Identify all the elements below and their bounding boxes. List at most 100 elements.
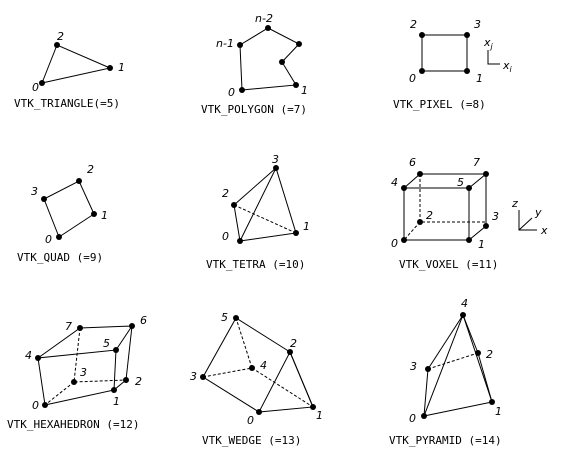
voxel-vertex-1	[466, 237, 472, 243]
voxel-label-4: 4	[391, 176, 398, 189]
tetra-label-1: 1	[303, 220, 310, 233]
pyramid-hidden-edge	[427, 352, 479, 370]
pyramid-edge	[427, 314, 464, 370]
tetra-cell: 0 1 2 3 VTK_TETRA (=10)	[206, 153, 310, 271]
voxel-label-6: 6	[409, 156, 416, 169]
tetra-label-2: 2	[222, 187, 229, 200]
triangle-label-0: 0	[32, 81, 39, 94]
hexahedron-vertex-5	[113, 347, 119, 353]
wedge-label-0: 0	[247, 414, 254, 427]
pyramid-vertex-4	[460, 312, 466, 318]
voxel-front-face	[403, 187, 470, 241]
hexahedron-label-4: 4	[25, 349, 32, 362]
pyramid-vertex-0	[421, 413, 427, 419]
hexahedron-label-0: 0	[32, 399, 39, 412]
pixel-vertex-2	[419, 32, 425, 38]
triangle-vertex-2	[54, 42, 60, 48]
polygon-label-n-2: n-2	[255, 12, 273, 25]
wedge-hidden-edge	[251, 367, 314, 408]
tetra-vertex-2	[231, 202, 237, 208]
wedge-label-4: 4	[260, 359, 267, 372]
polygon-cell: 0 1 n-1 n-2 VTK_POLYGON (=7)	[201, 12, 308, 116]
voxel-axis-y-line	[518, 217, 533, 231]
wedge-vertex-3	[200, 374, 206, 380]
voxel-axis-y-label: y	[534, 206, 542, 219]
pyramid-label-1: 1	[495, 405, 502, 418]
wedge-label-5: 5	[221, 311, 228, 324]
wedge-vertex-0	[256, 409, 262, 415]
voxel-vertex-0	[401, 237, 407, 243]
quad-edges	[43, 180, 95, 238]
pyramid-vertex-1	[489, 399, 495, 405]
wedge-caption: VTK_WEDGE (=13)	[202, 434, 301, 447]
quad-label-2: 2	[87, 163, 94, 176]
pixel-axis-y-label: xj	[483, 36, 494, 51]
voxel-axis-x-label: x	[540, 224, 548, 237]
quad-vertex-1	[91, 211, 97, 217]
hexahedron-label-1: 1	[113, 395, 120, 408]
quad-cell: 0 1 2 3 VTK_QUAD (=9)	[17, 163, 108, 264]
voxel-vertex-3	[483, 223, 489, 229]
triangle-label-2: 2	[57, 30, 64, 43]
pixel-vertex-0	[419, 68, 425, 74]
hexahedron-cell: 0 1 2 3 4 5 6 7 VTK_HEXAHEDRON (=12)	[7, 314, 147, 431]
polygon-label-1: 1	[301, 84, 308, 97]
tetra-vertex-3	[273, 165, 279, 171]
pyramid-caption: VTK_PYRAMID (=14)	[389, 434, 502, 447]
wedge-label-1: 1	[316, 409, 323, 422]
pyramid-vertex-3	[425, 366, 431, 372]
pyramid-edge	[462, 314, 479, 354]
hexahedron-vertex-4	[35, 355, 41, 361]
polygon-vertex-n-1	[237, 42, 243, 48]
pyramid-label-0: 0	[409, 412, 416, 425]
triangle-caption: VTK_TRIANGLE(=5)	[14, 97, 120, 110]
pyramid-cell: 0 1 2 3 4 VTK_PYRAMID (=14)	[389, 297, 502, 447]
quad-label-1: 1	[101, 209, 108, 222]
pixel-label-3: 3	[474, 18, 481, 31]
polygon-edges	[239, 27, 300, 91]
triangle-label-1: 1	[118, 61, 125, 74]
pixel-vertex-1	[464, 68, 470, 74]
polygon-vertex	[296, 41, 302, 47]
hexahedron-label-2: 2	[135, 375, 142, 388]
quad-vertex-0	[56, 234, 62, 240]
tetra-label-0: 0	[222, 230, 229, 243]
tetra-hidden-edge	[233, 204, 297, 234]
quad-vertex-3	[41, 196, 47, 202]
voxel-axis-z-label: z	[511, 197, 518, 210]
hexahedron-vertex-2	[123, 377, 129, 383]
triangle-vertex-0	[39, 80, 45, 86]
voxel-top-edges	[403, 173, 488, 189]
tetra-edge	[233, 204, 241, 242]
wedge-vertex-1	[310, 404, 316, 410]
pyramid-front-face	[423, 313, 493, 417]
pixel-caption: VTK_PIXEL (=8)	[393, 98, 486, 111]
polygon-vertex-n-2	[265, 25, 271, 31]
hexahedron-vertex-6	[129, 323, 135, 329]
pixel-cell: 0 1 2 3 xj xi VTK_PIXEL (=8)	[393, 18, 513, 111]
tetra-edges-front	[239, 166, 297, 242]
voxel-vertex-5	[466, 185, 472, 191]
voxel-label-0: 0	[391, 237, 398, 250]
wedge-side-edges	[202, 317, 291, 413]
voxel-caption: VTK_VOXEL (=11)	[399, 258, 498, 271]
tetra-label-3: 3	[272, 153, 279, 166]
tetra-vertex-1	[293, 230, 299, 236]
voxel-cell: 0 1 2 3 4 5 6 7 z y x VTK_VOXEL (=11)	[391, 156, 548, 271]
triangle-cell: 0 1 2 VTK_TRIANGLE(=5)	[14, 30, 125, 110]
voxel-vertex-7	[483, 171, 489, 177]
hexahedron-caption: VTK_HEXAHEDRON (=12)	[7, 418, 139, 431]
pixel-label-0: 0	[409, 72, 416, 85]
wedge-vertex-2	[287, 349, 293, 355]
wedge-label-2: 2	[290, 337, 297, 350]
pixel-label-2: 2	[410, 18, 417, 31]
pyramid-edge	[477, 352, 493, 403]
voxel-vertex-4	[401, 185, 407, 191]
voxel-vertex-2	[417, 219, 423, 225]
wedge-edge	[289, 351, 314, 408]
wedge-cell: 0 1 2 3 4 5 VTK_WEDGE (=13)	[190, 311, 323, 447]
hexahedron-label-5: 5	[103, 337, 110, 350]
hexahedron-top-edges	[37, 325, 133, 359]
wedge-vertex-4	[249, 365, 255, 371]
voxel-label-5: 5	[457, 176, 464, 189]
